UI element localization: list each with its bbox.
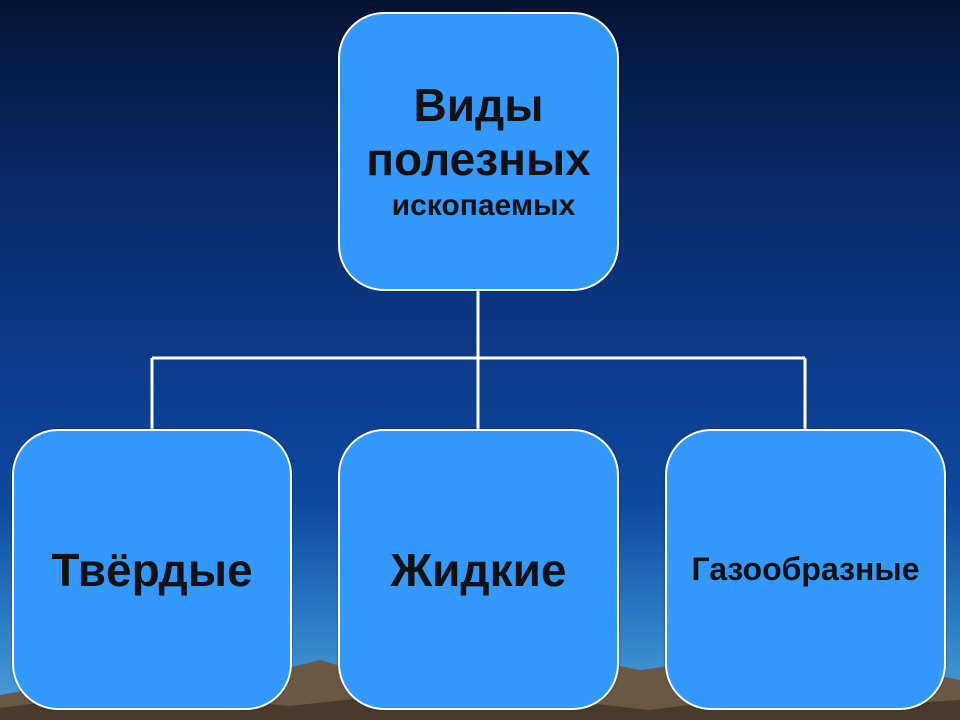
root-title-line1: Виды	[414, 78, 544, 132]
child-node-liquid: Жидкие	[338, 429, 619, 710]
root-node: Виды полезных ископаемых	[338, 12, 619, 291]
child-label-gaseous: Газообразные	[692, 551, 920, 588]
child-label-solid: Твёрдые	[51, 543, 252, 597]
child-label-liquid: Жидкие	[391, 543, 567, 597]
root-title-line2: полезных	[366, 132, 590, 186]
child-node-gaseous: Газообразные	[665, 429, 946, 710]
root-title-line3: ископаемых	[392, 186, 576, 226]
child-node-solid: Твёрдые	[12, 429, 292, 710]
